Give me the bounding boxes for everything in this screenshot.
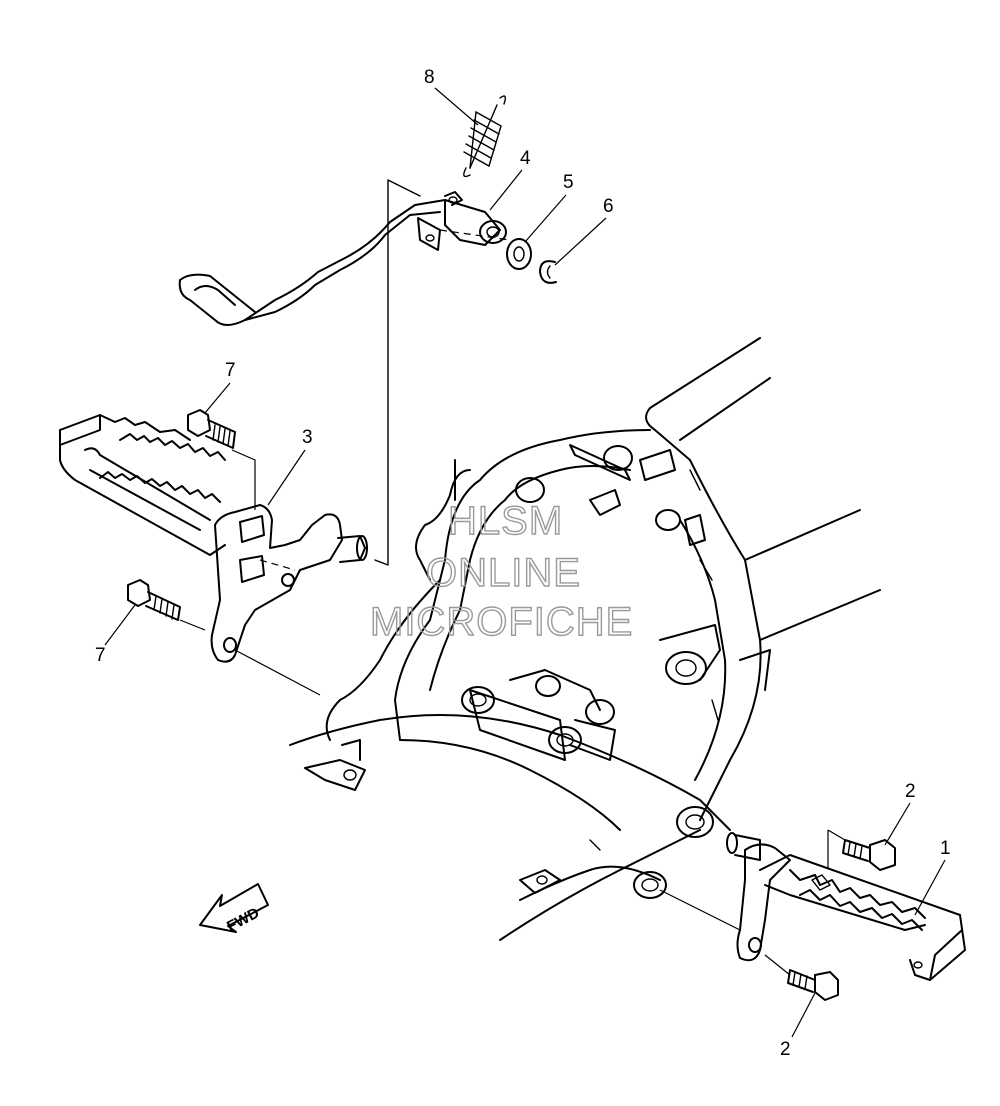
footrest-bracket-right [726,832,791,962]
callout-label-6: 6 [603,196,614,217]
bolt-lower-right [787,969,839,1001]
callout-5: 5 [524,172,574,243]
callout-label-7-upper: 7 [225,360,236,381]
spring [463,95,507,178]
callout-2-lower: 2 [780,992,816,1060]
clip [539,260,557,284]
callout-7-lower: 7 [95,604,136,666]
callout-label-2-upper: 2 [905,781,916,802]
left-footrest [59,414,226,556]
watermark-line-2: ONLINE [426,551,581,595]
callout-6: 6 [554,196,614,266]
callout-7-upper: 7 [204,360,236,414]
washer [506,238,532,270]
footrest-bracket-left [210,504,368,663]
callout-label-3: 3 [302,427,313,448]
callout-label-5: 5 [563,172,574,193]
watermark-line-3: MICROFICHE [370,600,633,644]
assembly-line [374,179,421,566]
bolt-upper-left [187,409,236,449]
callout-label-8: 8 [424,67,435,88]
callout-2-upper: 2 [884,781,916,846]
callout-label-1: 1 [940,838,951,859]
brake-pedal [178,191,511,326]
callout-3: 3 [267,427,313,506]
callout-label-4: 4 [520,148,531,169]
callout-label-2-lower: 2 [780,1039,791,1060]
callout-8: 8 [424,67,479,126]
bolt-lower-left [127,579,181,621]
callout-1: 1 [914,838,951,916]
watermark-line-1: HLSM [448,499,563,543]
callout-4: 4 [489,148,531,211]
fwd-arrow: FWD [199,883,269,935]
watermark: HLSM ONLINE MICROFICHE [369,498,633,644]
callout-label-7-lower: 7 [95,645,106,666]
frame [289,337,881,941]
bolt-upper-right [842,839,896,871]
fwd-label: FWD [224,904,262,935]
right-footrest [759,854,966,981]
